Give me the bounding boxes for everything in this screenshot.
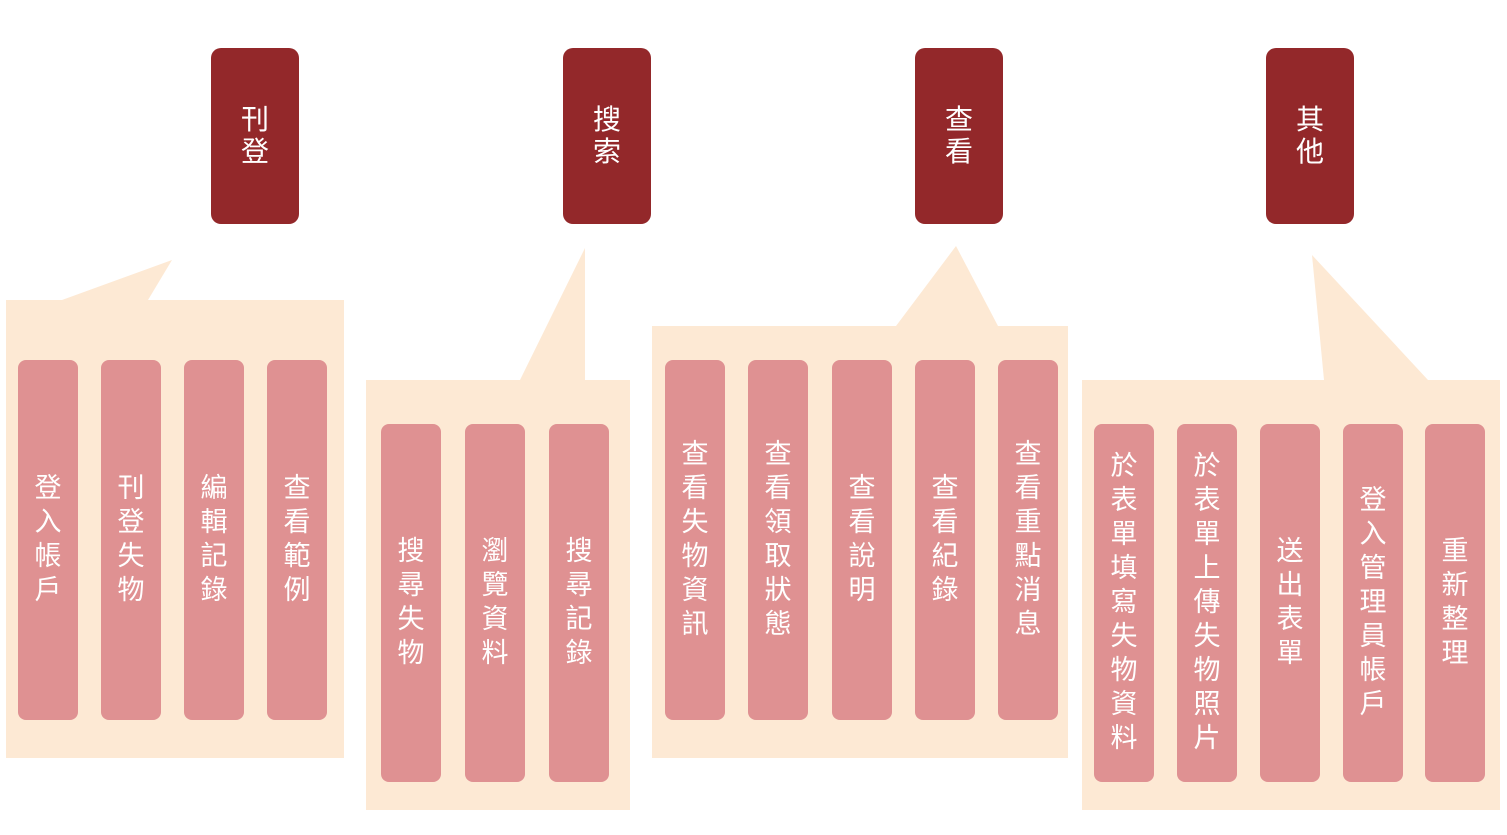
item-label: 查看紀錄 xyxy=(931,473,959,606)
list-item: 查看重點消息 xyxy=(998,360,1058,720)
list-item: 瀏覽資料 xyxy=(465,424,525,782)
list-item: 於表單填寫失物資料 xyxy=(1094,424,1154,782)
callout-shape-publish xyxy=(6,260,344,758)
list-item: 刊登失物 xyxy=(101,360,161,720)
list-item: 查看領取狀態 xyxy=(748,360,808,720)
list-item: 登入帳戶 xyxy=(18,360,78,720)
list-item: 搜尋記錄 xyxy=(549,424,609,782)
group-header-view: 查看 xyxy=(915,48,1003,224)
group-header-other: 其他 xyxy=(1266,48,1354,224)
list-item: 搜尋失物 xyxy=(381,424,441,782)
list-item: 查看失物資訊 xyxy=(665,360,725,720)
item-label: 查看領取狀態 xyxy=(764,439,792,640)
group-title-view: 查看 xyxy=(944,103,973,168)
list-item: 編輯記錄 xyxy=(184,360,244,720)
list-item: 於表單上傳失物照片 xyxy=(1177,424,1237,782)
list-item: 送出表單 xyxy=(1260,424,1320,782)
item-label: 查看失物資訊 xyxy=(681,439,709,640)
list-item: 重新整理 xyxy=(1425,424,1485,782)
item-label: 搜尋失物 xyxy=(397,536,425,669)
item-label: 查看說明 xyxy=(848,473,876,606)
item-label: 刊登失物 xyxy=(117,473,145,606)
group-title-publish: 刊登 xyxy=(240,103,269,168)
item-label: 送出表單 xyxy=(1276,536,1304,669)
item-label: 於表單上傳失物照片 xyxy=(1193,451,1221,754)
item-label: 查看範例 xyxy=(283,473,311,606)
item-label: 搜尋記錄 xyxy=(565,536,593,669)
item-label: 重新整理 xyxy=(1441,536,1469,669)
item-label: 編輯記錄 xyxy=(200,473,228,606)
list-item: 登入管理員帳戶 xyxy=(1343,424,1403,782)
group-title-other: 其他 xyxy=(1295,103,1324,168)
item-label: 於表單填寫失物資料 xyxy=(1110,451,1138,754)
item-label: 登入管理員帳戶 xyxy=(1359,485,1387,720)
list-item: 查看紀錄 xyxy=(915,360,975,720)
list-item: 查看範例 xyxy=(267,360,327,720)
group-header-publish: 刊登 xyxy=(211,48,299,224)
item-label: 查看重點消息 xyxy=(1014,439,1042,640)
group-title-search: 搜索 xyxy=(592,103,621,168)
item-label: 瀏覽資料 xyxy=(481,536,509,669)
list-item: 查看說明 xyxy=(832,360,892,720)
item-label: 登入帳戶 xyxy=(34,473,62,606)
group-header-search: 搜索 xyxy=(563,48,651,224)
